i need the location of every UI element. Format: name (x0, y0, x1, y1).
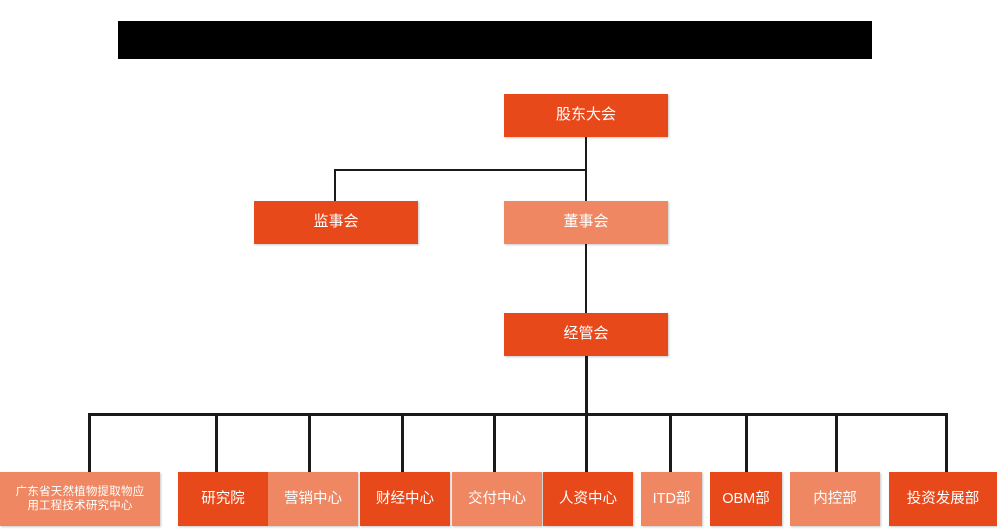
connector-to-dept-8 (745, 413, 748, 473)
connector-to-dept-1 (88, 413, 91, 473)
connector-management-down (585, 356, 588, 415)
node-shareholders-meeting[interactable]: 股东大会 (504, 94, 668, 137)
node-dept-delivery-center[interactable]: 交付中心 (452, 472, 542, 526)
node-dept-hr-center[interactable]: 人资中心 (543, 472, 633, 526)
connector-to-dept-5 (493, 413, 496, 473)
node-dept-research-institute[interactable]: 研究院 (178, 472, 268, 526)
connector-shareholders-down (585, 137, 587, 171)
connector-to-dept-2 (215, 413, 218, 473)
connector-to-supervisors (334, 169, 336, 202)
node-dept-internal-control[interactable]: 内控部 (790, 472, 880, 526)
node-dept-itd[interactable]: ITD部 (641, 472, 702, 526)
connector-to-dept-7 (669, 413, 672, 473)
node-board-of-directors[interactable]: 董事会 (504, 201, 668, 244)
node-dept-marketing-center[interactable]: 营销中心 (268, 472, 358, 526)
node-board-of-supervisors[interactable]: 监事会 (254, 201, 418, 244)
connector-to-dept-3 (308, 413, 311, 473)
node-dept-obm[interactable]: OBM部 (710, 472, 782, 526)
redacted-title-banner (118, 21, 872, 59)
node-management-committee[interactable]: 经管会 (504, 313, 668, 356)
connector-directors-to-management (585, 243, 587, 313)
connector-bus-level2 (334, 169, 587, 171)
connector-to-dept-4 (401, 413, 404, 473)
connector-to-dept-10 (945, 413, 948, 473)
connector-to-dept-9 (835, 413, 838, 473)
connector-to-dept-6 (585, 413, 588, 473)
connector-to-directors (585, 169, 587, 202)
node-dept-guangdong-research-center[interactable]: 广东省天然植物提取物应 用工程技术研究中心 (0, 472, 160, 526)
node-dept-investment-development[interactable]: 投资发展部 (889, 472, 997, 526)
connector-bus-departments (88, 413, 948, 416)
node-dept-finance-center[interactable]: 财经中心 (360, 472, 450, 526)
